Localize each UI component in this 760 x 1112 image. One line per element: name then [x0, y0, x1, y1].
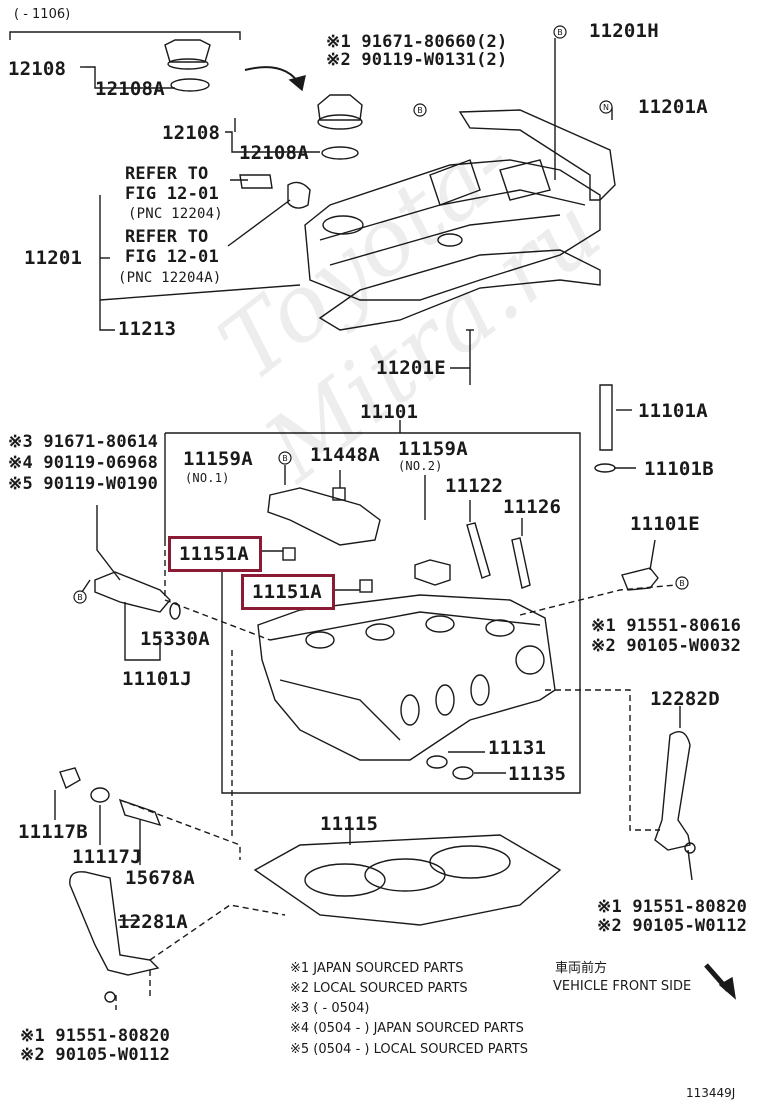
legend-1: ※1 JAPAN SOURCED PARTS — [290, 961, 464, 976]
highlight-11151A-2[interactable]: 11151A — [241, 574, 335, 610]
code-left-3[interactable]: ※3 91671-80614 — [8, 432, 159, 452]
code-bottom-right-2[interactable]: ※2 90105-W0112 — [597, 916, 748, 936]
part-11101A[interactable]: 11101A — [638, 400, 708, 422]
head-cover-gasket — [318, 249, 601, 331]
part-11126[interactable]: 11126 — [503, 496, 562, 518]
legend-3: ※3 ( - 0504) — [290, 1001, 370, 1016]
part-11151A: 11151A — [179, 543, 249, 565]
oil-filler-cap-mid — [317, 94, 363, 160]
circle-marker-n: N — [603, 103, 609, 112]
gasket-11201H — [458, 109, 616, 201]
refer-note-2b[interactable]: FIG 12-01 — [125, 247, 219, 267]
figure-id: 113449J — [686, 1086, 736, 1100]
part-15678A[interactable]: 15678A — [125, 867, 195, 889]
circle-marker-b: B — [679, 579, 685, 588]
code-bottom-left-2[interactable]: ※2 90105-W0112 — [20, 1045, 171, 1065]
part-12281A[interactable]: 12281A — [118, 911, 188, 933]
code-bottom-right-1[interactable]: ※1 91551-80820 — [597, 897, 748, 917]
code-right-1[interactable]: ※1 91551-80616 — [591, 616, 742, 636]
circle-marker-b: B — [77, 593, 83, 602]
code-left-4[interactable]: ※4 90119-06968 — [8, 453, 159, 473]
part-11117J[interactable]: 11117J — [72, 846, 142, 868]
part-11159A-no2[interactable]: 11159A — [398, 438, 468, 460]
engine-hanger-12282D — [654, 731, 691, 851]
oil-filler-cap-top — [164, 39, 211, 92]
part-12282D[interactable]: 12282D — [650, 688, 720, 710]
part-12108-top[interactable]: 12108 — [8, 58, 67, 80]
code-bottom-left-1[interactable]: ※1 91551-80820 — [20, 1026, 171, 1046]
legend-4: ※4 (0504 - ) JAPAN SOURCED PARTS — [290, 1021, 524, 1036]
oil-control-valve — [94, 571, 171, 613]
part-11213[interactable]: 11213 — [118, 318, 177, 340]
circle-marker-b: B — [557, 28, 563, 37]
part-15330A[interactable]: 15330A — [140, 628, 210, 650]
part-11201E[interactable]: 11201E — [376, 357, 446, 379]
cylinder-head-block — [257, 594, 556, 761]
refer-note-1a: REFER TO — [125, 164, 209, 184]
highlight-11151A-1[interactable]: 11151A — [168, 536, 262, 572]
code-top-2[interactable]: ※2 90119-W0131(2) — [326, 50, 508, 70]
part-12108-mid[interactable]: 12108 — [162, 122, 221, 144]
part-11117B[interactable]: 11117B — [18, 821, 88, 843]
cylinder-head-cover — [304, 159, 601, 301]
part-12108A-mid[interactable]: 12108A — [239, 142, 309, 164]
part-11135[interactable]: 11135 — [508, 763, 567, 785]
part-11159A-no1[interactable]: 11159A — [183, 448, 253, 470]
part-11101E[interactable]: 11101E — [630, 513, 700, 535]
front-label-en: VEHICLE FRONT SIDE — [553, 979, 692, 994]
part-11448A[interactable]: 11448A — [310, 444, 380, 466]
part-11201[interactable]: 11201 — [24, 247, 83, 269]
circle-marker-b: B — [282, 454, 288, 463]
part-11122[interactable]: 11122 — [445, 475, 504, 497]
refer-note-1b[interactable]: FIG 12-01 — [125, 184, 219, 204]
tag-no2: (NO.2) — [398, 459, 443, 473]
part-11131[interactable]: 11131 — [488, 737, 547, 759]
circle-marker-b: B — [417, 106, 423, 115]
part-11201H[interactable]: 11201H — [589, 20, 659, 42]
part-11101B[interactable]: 11101B — [644, 458, 714, 480]
part-11101[interactable]: 11101 — [360, 401, 419, 423]
code-top-1[interactable]: ※1 91671-80660(2) — [326, 32, 508, 52]
part-11115[interactable]: 11115 — [320, 813, 379, 835]
code-right-2[interactable]: ※2 90105-W0032 — [591, 636, 742, 656]
tag-no1: (NO.1) — [185, 471, 230, 485]
refer-note-1c: (PNC 12204) — [128, 206, 223, 222]
serial-range-bracket — [9, 31, 241, 40]
front-label-jp: 車両前方 — [555, 961, 608, 976]
part-11101J[interactable]: 11101J — [122, 668, 192, 690]
head-gasket — [253, 834, 562, 926]
serial-range: ( - 1106) — [14, 7, 71, 22]
cylinder-head-frame — [165, 432, 581, 794]
code-left-5[interactable]: ※5 90119-W0190 — [8, 474, 159, 494]
refer-note-2a: REFER TO — [125, 227, 209, 247]
legend-5: ※5 (0504 - ) LOCAL SOURCED PARTS — [290, 1042, 528, 1057]
engine-hanger-12281A — [69, 871, 160, 976]
part-11201A[interactable]: 11201A — [638, 96, 708, 118]
refer-note-2c: (PNC 12204A) — [118, 270, 222, 286]
part-11151A: 11151A — [252, 581, 322, 603]
part-12108A-top[interactable]: 12108A — [95, 78, 165, 100]
legend-2: ※2 LOCAL SOURCED PARTS — [290, 981, 468, 996]
